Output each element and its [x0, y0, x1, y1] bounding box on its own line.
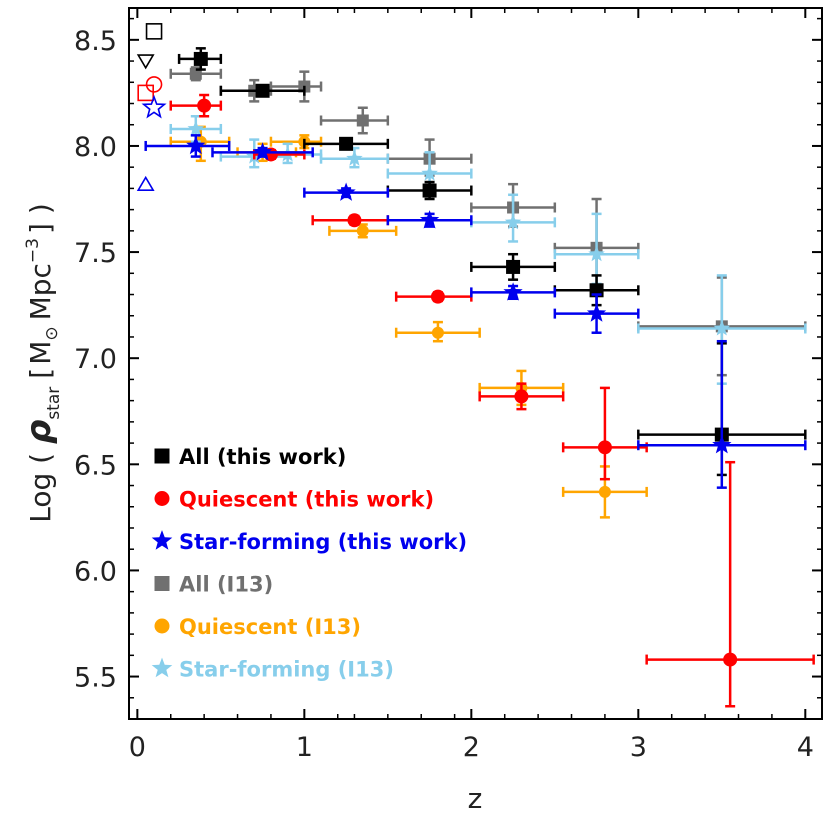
legend-entry: All (this work) [154, 445, 346, 469]
data-point [431, 326, 444, 339]
y-label-unit-exponent: −3 [23, 238, 43, 263]
legend-entry: Star-forming (I13) [151, 657, 394, 682]
legend-entry: Quiescent (this work) [154, 488, 434, 512]
y-label-open-bracket: [ [24, 368, 57, 379]
legend-marker [154, 576, 170, 591]
y-tick-label: 8.0 [74, 132, 117, 163]
legend-label: All (this work) [179, 445, 346, 469]
data-point [255, 83, 270, 98]
y-label-log: Log [24, 473, 57, 523]
data-point [346, 150, 363, 166]
data-point [430, 289, 445, 304]
data-point [419, 210, 440, 229]
legend-entry: Star-forming (this work) [151, 530, 467, 554]
legend-marker [154, 448, 170, 464]
x-tick-label: 3 [630, 732, 647, 763]
series-star-forming-this-work [144, 134, 807, 489]
y-axis-label: Log ( ρstar [ M⊙ Mpc−3] ) [19, 203, 64, 523]
data-marks [144, 47, 815, 708]
legend-label: All (I13) [179, 573, 273, 597]
data-point [197, 98, 212, 113]
x-tick-label: 1 [296, 732, 313, 763]
data-point [193, 51, 208, 66]
data-point [597, 440, 612, 455]
data-point [506, 259, 521, 274]
y-tick-label: 7.0 [74, 344, 117, 375]
y-tick-label: 6.0 [74, 556, 117, 587]
y-label-close-bracket: ] [24, 223, 57, 234]
legend-label: Star-forming (this work) [179, 530, 467, 554]
local-point [145, 23, 163, 40]
x-tick-label: 4 [797, 732, 814, 763]
local-point [136, 54, 155, 70]
data-point [347, 213, 362, 228]
y-label-close-paren: ) [24, 203, 57, 214]
series-all-this-work [177, 47, 807, 477]
data-point [421, 164, 438, 181]
y-label-unit-mpc: Mpc [24, 263, 57, 320]
legend-marker [151, 657, 173, 678]
data-point [422, 183, 437, 198]
y-label-unit-m-subscript: ⊙ [42, 326, 62, 340]
local-point [137, 84, 154, 102]
data-point [186, 135, 206, 155]
x-tick-label: 2 [463, 732, 480, 763]
legend-label: Quiescent (I13) [179, 615, 361, 639]
series-quiescent-this-work [169, 93, 815, 708]
y-label-open-paren: ( [24, 453, 57, 464]
y-tick-label: 8.5 [74, 26, 117, 57]
data-point [586, 303, 607, 322]
plot-frame [128, 7, 823, 720]
data-point [504, 213, 522, 230]
data-point [514, 389, 529, 404]
data-point [356, 114, 369, 127]
legend-label: Star-forming (I13) [179, 658, 394, 682]
y-label-unit-m: M [24, 341, 57, 365]
local-point [141, 94, 167, 119]
legend-entry: All (I13) [154, 573, 273, 597]
local-reference-points [136, 23, 167, 191]
y-label-rho: ρ [19, 420, 59, 444]
legend-label: Quiescent (this work) [179, 488, 434, 512]
legend-marker [154, 491, 170, 506]
data-point [503, 282, 523, 301]
y-tick-label: 5.5 [74, 663, 117, 694]
data-point [588, 245, 605, 262]
data-point [252, 142, 273, 161]
local-point [145, 76, 163, 93]
data-point [187, 120, 205, 136]
data-point [598, 485, 611, 498]
y-axis-ticks: 5.5 6.0 6.5 7.0 7.5 8.0 8.5 [74, 17, 822, 720]
x-axis-label: z [468, 782, 483, 814]
y-tick-label: 7.5 [74, 238, 117, 269]
data-point [336, 182, 356, 201]
data-point [356, 224, 369, 237]
data-point [713, 319, 731, 336]
legend-marker [154, 618, 170, 634]
y-tick-label: 6.5 [74, 450, 117, 481]
data-point [339, 136, 354, 151]
legend: All (this work) Quiescent (this work) Star… [151, 445, 467, 682]
x-axis-ticks: 0 1 2 3 4 [129, 8, 814, 763]
legend-marker [151, 530, 173, 550]
legend-entry: Quiescent (I13) [154, 615, 361, 639]
data-point [712, 435, 732, 454]
x-tick-label: 0 [129, 732, 146, 763]
data-point [723, 652, 738, 667]
y-label-rho-subscript: star [44, 387, 64, 420]
local-point [136, 175, 155, 191]
